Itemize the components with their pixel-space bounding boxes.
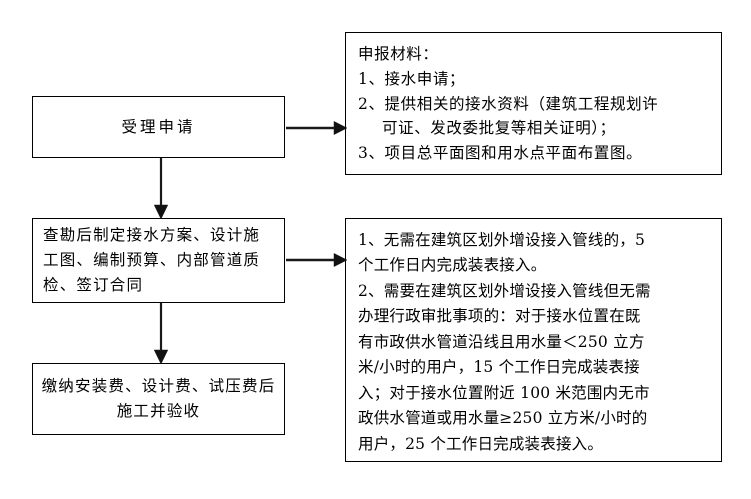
process-label-survey-and-plan: 查勘后制定接水方案、设计施工图、编制预算、内部管道质检、签订合同	[43, 225, 261, 295]
arrow-accept-to-plan-icon	[150, 158, 172, 220]
note-line: 1、接水申请；	[358, 69, 466, 88]
note-line: 申报材料：	[358, 45, 439, 63]
note-line: 用户，25 个工作日完成装表接入。	[358, 434, 604, 453]
process-box-payment-and-acceptance[interactable]: 缴纳安装费、设计费、试压费后施工并验收	[32, 363, 285, 435]
process-label-accept-application: 受理申请	[121, 117, 196, 136]
arrow-accept-to-materials-icon	[286, 118, 348, 138]
arrow-plan-to-timeline-icon	[286, 250, 348, 270]
note-line: 可证、发改委批复等相关证明）；	[382, 119, 616, 138]
note-line: 入；对于接水位置附近 100 米范围内无市	[358, 383, 650, 402]
note-line: 办理行政审批事项的：对于接水位置在既	[358, 307, 641, 326]
note-line: 3、项目总平面图和用水点平面布置图。	[358, 144, 643, 163]
note-box-processing-timeline[interactable]: 1、无需在建筑区划外增设接入管线的，5 个工作日内完成装表接入。 2、需要在建筑…	[345, 218, 722, 462]
note-box-application-materials[interactable]: 申报材料： 1、接水申请； 2、提供相关的接水资料（建筑工程规划许 可证、发改委…	[345, 32, 722, 175]
note-line: 2、需要在建筑区划外增设接入管线但无需	[358, 281, 651, 300]
note-line: 个工作日内完成装表接入。	[358, 256, 547, 275]
process-box-survey-and-plan[interactable]: 查勘后制定接水方案、设计施工图、编制预算、内部管道质检、签订合同	[32, 218, 285, 303]
note-line: 有市政供水管道沿线且用水量＜250 立方	[358, 332, 645, 351]
note-line: 米/小时的用户，15 个工作日完成装表接	[358, 358, 640, 377]
note-line: 政供水管道或用水量≥250 立方米/小时的	[358, 409, 648, 428]
process-box-accept-application[interactable]: 受理申请	[32, 96, 285, 158]
note-line: 2、提供相关的接水资料（建筑工程规划许	[358, 94, 659, 113]
arrow-plan-to-pay-icon	[150, 303, 172, 365]
process-label-payment-and-acceptance: 缴纳安装费、设计费、试压费后施工并验收	[41, 376, 276, 420]
note-line: 1、无需在建筑区划外增设接入管线的，5	[358, 231, 646, 249]
